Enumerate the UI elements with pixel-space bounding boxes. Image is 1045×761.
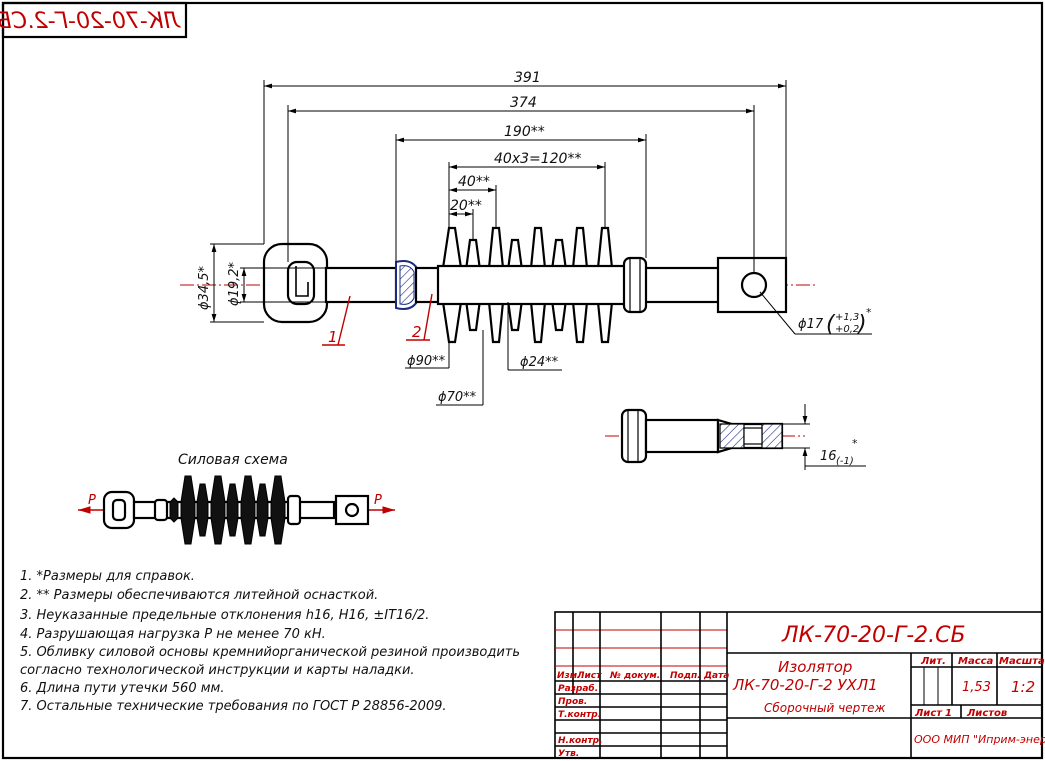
dim-391: 391 <box>514 70 541 86</box>
note-5: 5. Обливку силовой основы кремнийорганич… <box>20 645 520 660</box>
tb-mass-value: 1,53 <box>962 680 991 695</box>
tb-name-line2: ЛК-70-20-Г-2 УХЛ1 <box>732 676 878 694</box>
section-detail-view: 16 (-1) * <box>605 404 866 470</box>
dim-120: 40x3=120** <box>494 151 581 167</box>
dim-190: 190** <box>504 124 545 140</box>
tb-name-line1: Изолятор <box>778 658 852 676</box>
tb-mass-label: Масса <box>958 656 994 667</box>
dim-16-tol: (-1) <box>836 456 854 467</box>
dim-dia-17-open-paren: ( <box>826 312 836 337</box>
tb-col-data: Дата <box>703 671 729 681</box>
dim-374: 374 <box>510 95 537 111</box>
tb-row-prov: Пров. <box>558 697 587 707</box>
dim-dia-19-2: ϕ19,2* <box>227 261 242 306</box>
note-5-cont: согласно технологической инструкции и ка… <box>20 663 415 678</box>
tb-row-razrab: Разраб. <box>558 683 598 694</box>
mirrored-code-text: ЛК-70-20-Г-2.СБ <box>0 9 181 34</box>
tb-organization: ООО МИП "Иприм-энергия" <box>914 733 1045 746</box>
force-right-label: P <box>374 493 382 508</box>
note-7: 7. Остальные технические требования по Г… <box>20 699 447 714</box>
note-4: 4. Разрушающая нагрузка P не менее 70 кН… <box>20 627 326 642</box>
dim-16-star: * <box>852 437 858 450</box>
tb-designation: ЛК-70-20-Г-2.СБ <box>781 623 966 648</box>
tb-sheet-label: Лист <box>914 708 943 719</box>
tb-row-utv: Утв. <box>558 749 579 759</box>
tb-row-tkontr: Т.контр. <box>558 710 601 720</box>
force-left-label: P <box>88 493 96 508</box>
dim-dia-90: ϕ90** <box>407 354 446 369</box>
tb-sheet-value: 1 <box>945 708 952 719</box>
note-3: 3. Неуказанные предельные отклонения h16… <box>20 608 429 623</box>
tb-col-list: Лист <box>576 671 602 681</box>
tb-col-izm: Изм. <box>557 671 581 681</box>
dim-dia-17-tol-upper: +1,3 <box>835 312 859 323</box>
callout-1: 1 <box>328 328 338 346</box>
note-6: 6. Длина пути утечки 560 мм. <box>20 681 224 696</box>
title-block: ЛК-70-20-Г-2.СБ Изолятор ЛК-70-20-Г-2 УХ… <box>554 611 1045 759</box>
dim-dia-17-close-paren: ) <box>856 312 867 337</box>
dim-dia-17-tol-lower: +0,2 <box>835 324 859 335</box>
note-2: 2. ** Размеры обеспечиваются литейной ос… <box>20 588 378 603</box>
force-scheme: Силовая схема P P <box>78 452 395 545</box>
tb-scale-label: Масштаб <box>999 655 1045 667</box>
main-view: 391 374 190** 40x3=120** 40** 20** ϕ34,5… <box>180 70 872 406</box>
dim-dia-17: ϕ17 <box>798 317 824 332</box>
dim-dia-17-star: * <box>866 306 872 319</box>
technical-notes: 1. *Размеры для справок. 2. ** Размеры о… <box>20 569 520 714</box>
tb-col-podp: Подп. <box>670 671 701 681</box>
force-scheme-title: Силовая схема <box>178 452 288 468</box>
tb-scale-value: 1:2 <box>1011 678 1035 696</box>
tb-row-nkontr: Н.контр. <box>558 736 603 746</box>
tb-sheets-label: Листов <box>966 708 1007 719</box>
dim-dia-34-5: ϕ34,5* <box>197 265 212 310</box>
tb-lit-label: Лит. <box>920 656 946 667</box>
dim-dia-24: ϕ24** <box>520 355 559 370</box>
tb-doc-type: Сборочный чертеж <box>764 701 886 715</box>
dim-16: 16 <box>820 449 837 464</box>
dim-40: 40** <box>458 174 490 190</box>
mirrored-code-box: ЛК-70-20-Г-2.СБ <box>0 1 188 39</box>
note-1: 1. *Размеры для справок. <box>20 569 195 584</box>
callout-2: 2 <box>412 323 422 341</box>
dim-20: 20** <box>450 198 482 214</box>
tb-col-dokum: № докум. <box>609 671 660 681</box>
dim-dia-70: ϕ70** <box>438 390 477 405</box>
